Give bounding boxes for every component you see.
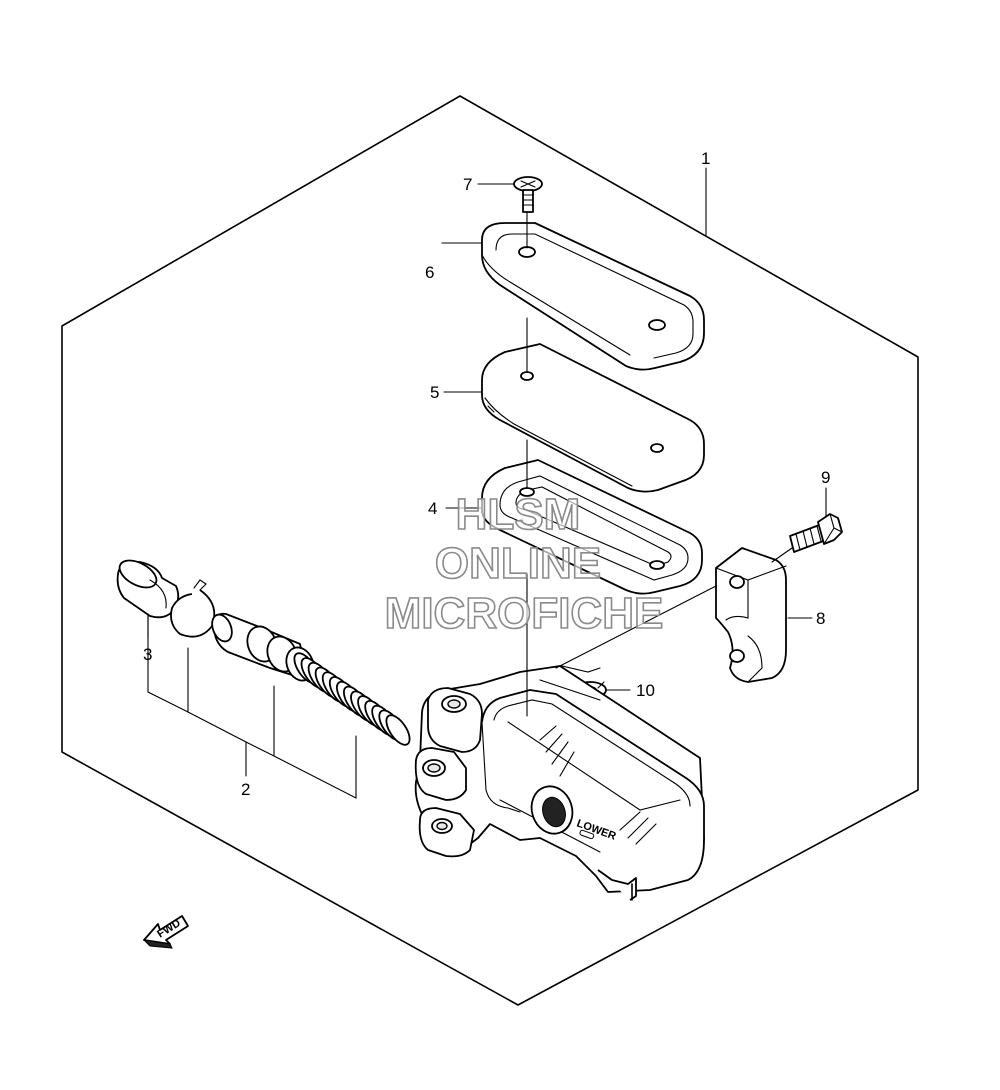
part-screw[interactable] (513, 176, 543, 213)
callout-7: 7 (463, 175, 472, 194)
watermark-line-1: HLSM (456, 490, 581, 539)
part-clamp-bolt[interactable] (789, 513, 843, 553)
master-cylinder-body[interactable] (414, 665, 705, 901)
spring-coil (385, 714, 411, 746)
part-handlebar-clamp[interactable] (715, 547, 787, 683)
part-circlip[interactable] (170, 579, 216, 638)
callout-8: 8 (816, 609, 825, 628)
watermark: HLSM ONLINE MICROFICHE (384, 489, 664, 639)
callout-6: 6 (425, 263, 434, 282)
watermark-line-2: ONLINE (435, 539, 601, 588)
part-dust-boot[interactable] (115, 555, 180, 619)
part-diaphragm-gasket[interactable] (481, 459, 703, 595)
callout-5: 5 (430, 383, 439, 402)
callout-9: 9 (821, 468, 830, 487)
leader-lines (147, 167, 827, 799)
forward-direction-arrow: FWD (142, 915, 189, 949)
callout-4: 4 (428, 499, 437, 518)
callout-1: 1 (701, 149, 710, 168)
part-diaphragm-plate[interactable] (481, 343, 705, 493)
callout-10: 10 (636, 681, 655, 700)
callout-2: 2 (241, 780, 250, 799)
part-reservoir-cap[interactable] (481, 222, 705, 371)
part-return-spring[interactable] (290, 649, 414, 748)
callout-numbers: 1 2 3 4 5 6 7 8 9 10 (143, 149, 830, 799)
watermark-line-3: MICROFICHE (385, 589, 664, 638)
callout-3: 3 (143, 645, 152, 664)
assembly-axis-lines (526, 211, 793, 717)
assembly-boundary (61, 95, 919, 1006)
body-marking-symbol (579, 829, 595, 840)
